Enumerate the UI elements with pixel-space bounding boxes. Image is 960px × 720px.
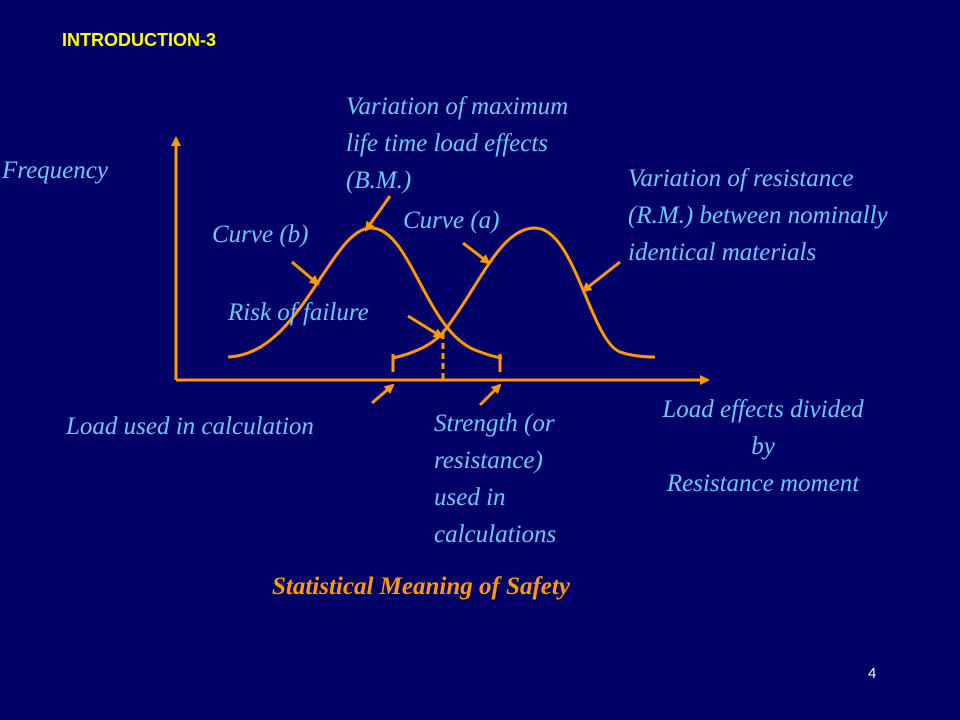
frequency-label: Frequency: [2, 157, 108, 184]
x-axis-line-3: Resistance moment: [666, 470, 860, 497]
x-axis-line-1: Load effects divided: [662, 396, 864, 423]
curve-b-label: Curve (b): [212, 221, 309, 248]
load-used-label: Load used in calculation: [66, 413, 314, 440]
curve-a-label: Curve (a): [403, 207, 500, 234]
variation-load-label: Variation of maximum life time load effe…: [346, 88, 568, 199]
variation-load-line-1: Variation of maximum: [346, 93, 569, 120]
variation-resistance-label: Variation of resistance (R.M.) between n…: [628, 160, 888, 271]
slide-title: INTRODUCTION-3: [62, 30, 216, 50]
variation-resistance-arrow: [581, 260, 621, 293]
variation-load-arrow: [364, 195, 392, 232]
curve-b-line: [227, 226, 503, 360]
variation-load-line-3: (B.M.): [346, 167, 412, 194]
diagram-caption: Statistical Meaning of Safety: [272, 573, 570, 600]
page-number: 4: [868, 665, 877, 682]
x-axis-label: Load effects divided by Resistance momen…: [636, 391, 890, 502]
strength-label: Strength (or resistance) used in calcula…: [434, 405, 556, 553]
curve-a-line: [391, 226, 656, 360]
strength-line-1: Strength (or: [434, 410, 555, 437]
strength-line-4: calculations: [434, 521, 557, 548]
strength-line-2: resistance): [434, 447, 543, 474]
variation-resistance-line-3: identical materials: [628, 239, 817, 266]
curve-b-arrow: [291, 260, 320, 286]
risk-of-failure-label: Risk of failure: [228, 299, 369, 326]
variation-load-line-2: life time load effects: [346, 130, 549, 157]
strength-line-3: used in: [434, 484, 506, 511]
strength-arrow: [478, 383, 502, 407]
x-axis-line-2: by: [751, 433, 775, 460]
variation-resistance-line-1: Variation of resistance: [628, 165, 854, 192]
curve-a-arrow: [462, 241, 491, 265]
load-used-arrow: [371, 383, 395, 405]
risk-arrow: [407, 314, 444, 339]
variation-resistance-line-2: (R.M.) between nominally: [628, 202, 888, 229]
